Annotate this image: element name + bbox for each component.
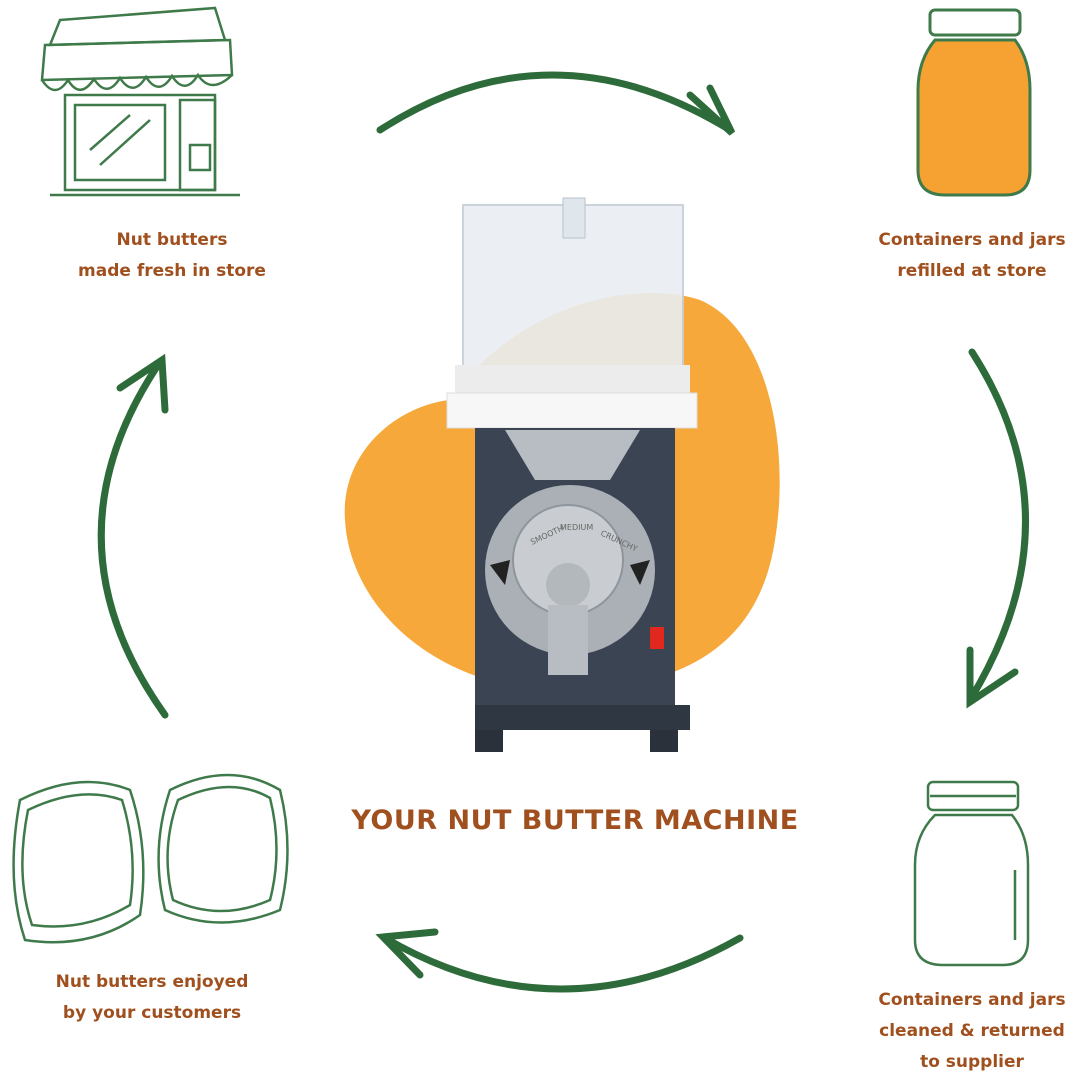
arrow-right	[966, 348, 1029, 709]
caption-line: refilled at store	[897, 261, 1047, 281]
storefront-icon	[40, 6, 240, 197]
caption-line: Nut butters enjoyed	[55, 972, 249, 992]
step-caption-refilled: Containers and jars refilled at store	[842, 225, 1080, 287]
caption-line: cleaned & returned	[879, 1021, 1065, 1041]
caption-line: Nut butters	[116, 230, 228, 250]
arrow-left	[97, 353, 169, 719]
caption-line: Containers and jars	[878, 990, 1066, 1010]
step-caption-made-fresh: Nut butters made fresh in store	[42, 225, 302, 287]
caption-line: to supplier	[920, 1052, 1024, 1072]
diagram-title: YOUR NUT BUTTER MACHINE	[351, 805, 799, 836]
caption-line: Containers and jars	[878, 230, 1066, 250]
empty-jar-icon	[913, 780, 1030, 967]
dial-label: MEDIUM	[560, 523, 593, 532]
caption-line: by your customers	[62, 1003, 242, 1023]
filled-jar-icon	[916, 8, 1032, 197]
step-caption-enjoyed: Nut butters enjoyed by your customers	[22, 967, 282, 1029]
arrow-bottom	[375, 928, 744, 993]
arrow-top	[376, 71, 736, 136]
containers-icon	[12, 773, 289, 944]
nut-butter-machine: SMOOTH MEDIUM CRUNCHY	[446, 197, 698, 752]
step-caption-returned: Containers and jars cleaned & returned t…	[842, 985, 1080, 1078]
caption-line: made fresh in store	[78, 261, 266, 281]
